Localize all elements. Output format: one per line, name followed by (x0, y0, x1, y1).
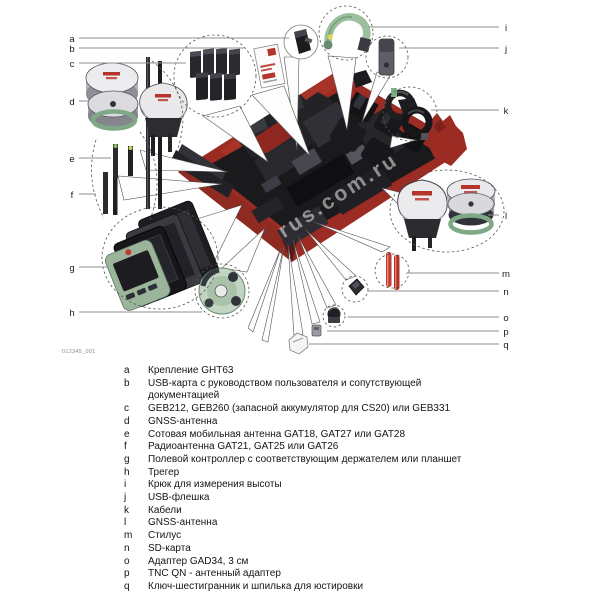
field-controller-group (104, 200, 219, 311)
svg-text:h: h (69, 308, 74, 319)
exploded-case-diagram: rus.com.ru (69, 5, 510, 355)
svg-text:j: j (504, 44, 507, 55)
svg-text:d: d (69, 97, 74, 108)
usb-doc-card (253, 43, 286, 89)
battery-blocks (190, 48, 240, 101)
svg-text:n: n (503, 287, 508, 298)
tnc-adapter (311, 324, 322, 337)
stylus-pens (386, 252, 400, 290)
svg-text:p: p (503, 327, 508, 338)
svg-text:k: k (504, 106, 509, 117)
diagram-labels: a b c d e f g h i j k l m n o p q (69, 23, 510, 351)
gnss-antenna-dome-left (139, 82, 188, 156)
gnss-antenna-dome-right (397, 179, 448, 251)
gnss-antenna-stack-right (446, 178, 496, 235)
leader-lines (79, 26, 499, 345)
svg-text:m: m (502, 269, 510, 280)
tribrach (198, 267, 246, 315)
svg-text:o: o (503, 313, 508, 324)
transport-case (170, 70, 467, 262)
callout-bubbles (91, 5, 505, 328)
svg-text:a: a (69, 34, 75, 45)
cell-antenna-rods (113, 144, 133, 178)
hex-key-pin (288, 332, 309, 355)
svg-text:i: i (505, 23, 507, 34)
svg-text:c: c (70, 59, 75, 70)
adapter-gad34 (327, 307, 341, 323)
svg-text:b: b (69, 44, 74, 55)
usb-stick (378, 38, 395, 76)
svg-text:e: e (69, 154, 74, 165)
gnss-antenna-stack-left (85, 62, 139, 131)
height-hook (323, 13, 372, 53)
svg-text:l: l (505, 211, 507, 222)
figure-number: 012345_001 (62, 349, 96, 355)
svg-text:q: q (503, 340, 508, 351)
bracket-ght63 (283, 24, 319, 60)
svg-text:f: f (71, 190, 74, 201)
sd-card (348, 278, 365, 296)
svg-text:g: g (69, 263, 74, 274)
